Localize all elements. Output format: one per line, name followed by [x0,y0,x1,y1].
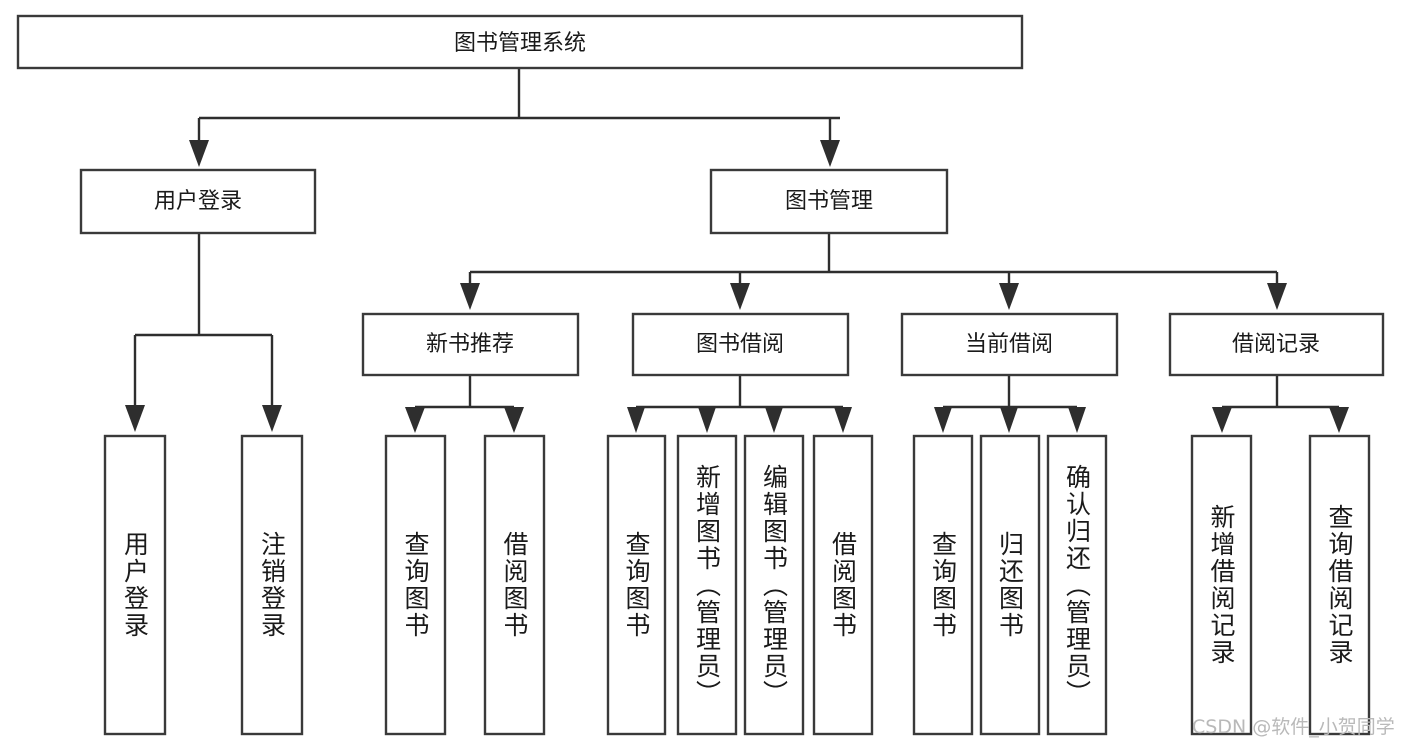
node-root[interactable] [16,14,1024,70]
arrowhead-to-leaf-user-logout [262,405,282,432]
arrowhead-to-leaf-add-book [698,407,716,433]
node-book-borrow-label: 图书借阅 [696,332,784,357]
node-user-login-label: 用户登录 [154,189,242,214]
arrowhead-to-leaf-query-book-3 [934,407,952,433]
node-book-manage-label: 图书管理 [785,189,873,214]
node-book-borrow[interactable] [631,312,850,377]
node-leaf-borrow-book-2[interactable] [812,434,874,736]
arrowhead-to-borrow-record [1267,283,1287,310]
arrowhead-to-book-borrow [730,283,750,310]
arrowhead-to-new-book-rec [460,283,480,310]
arrowhead-to-leaf-query-book-1 [405,407,425,433]
arrowhead-to-book-manage [820,140,840,167]
arrowhead-to-leaf-return-book [1000,407,1018,433]
connector-root-to-level2 [197,68,840,143]
node-new-book-rec-label: 新书推荐 [426,332,514,357]
node-borrow-record[interactable] [1168,312,1385,377]
node-leaf-add-book[interactable] [676,434,738,736]
connector-newbookrec-to-leaves [413,375,516,410]
node-leaf-user-login[interactable] [103,434,167,736]
node-book-manage[interactable] [709,168,949,235]
connector-userlogin-to-leaves [133,233,274,408]
connector-currentborrow-to-leaves [941,375,1079,410]
node-leaf-query-book-2[interactable] [606,434,667,736]
node-leaf-borrow-book-1[interactable] [483,434,546,736]
connector-borrowrecord-to-leaves [1220,375,1341,410]
arrowhead-to-leaf-add-record [1212,407,1232,433]
arrowhead-to-leaf-borrow-book-2 [834,407,852,433]
arrowhead-to-current-borrow [999,283,1019,310]
arrowhead-to-leaf-edit-book [765,407,783,433]
arrowhead-to-leaf-confirm-return [1068,407,1086,433]
node-root-label: 图书管理系统 [454,31,586,56]
connectors [125,68,1349,433]
node-leaf-query-book-3[interactable] [912,434,974,736]
node-boxes: 图书管理系统 用户登录 图书管理 新书推荐 图书借阅 当前借阅 借阅记录 [16,14,1385,736]
connector-bookborrow-to-leaves [634,375,845,410]
node-current-borrow-label: 当前借阅 [965,332,1053,357]
arrowhead-to-leaf-user-login [125,405,145,432]
node-leaf-query-record[interactable] [1308,434,1371,736]
node-leaf-user-logout[interactable] [240,434,304,736]
node-leaf-edit-book[interactable] [743,434,805,736]
node-new-book-rec[interactable] [361,312,580,377]
arrowhead-to-leaf-query-record [1329,407,1349,433]
arrowhead-to-leaf-query-book-2 [627,407,645,433]
node-borrow-record-label: 借阅记录 [1232,332,1320,357]
arrowhead-to-user-login [189,140,209,167]
node-leaf-query-book-1[interactable] [384,434,447,736]
node-leaf-add-record[interactable] [1190,434,1253,736]
csdn-watermark: CSDN @软件_小贺同学 [1192,716,1395,738]
node-user-login[interactable] [79,168,317,235]
node-current-borrow[interactable] [900,312,1119,377]
arrowhead-to-leaf-borrow-book-1 [504,407,524,433]
connector-bookmanage-to-level3 [468,233,1279,285]
node-leaf-return-book[interactable] [979,434,1041,736]
node-leaf-confirm-return[interactable] [1046,434,1108,736]
